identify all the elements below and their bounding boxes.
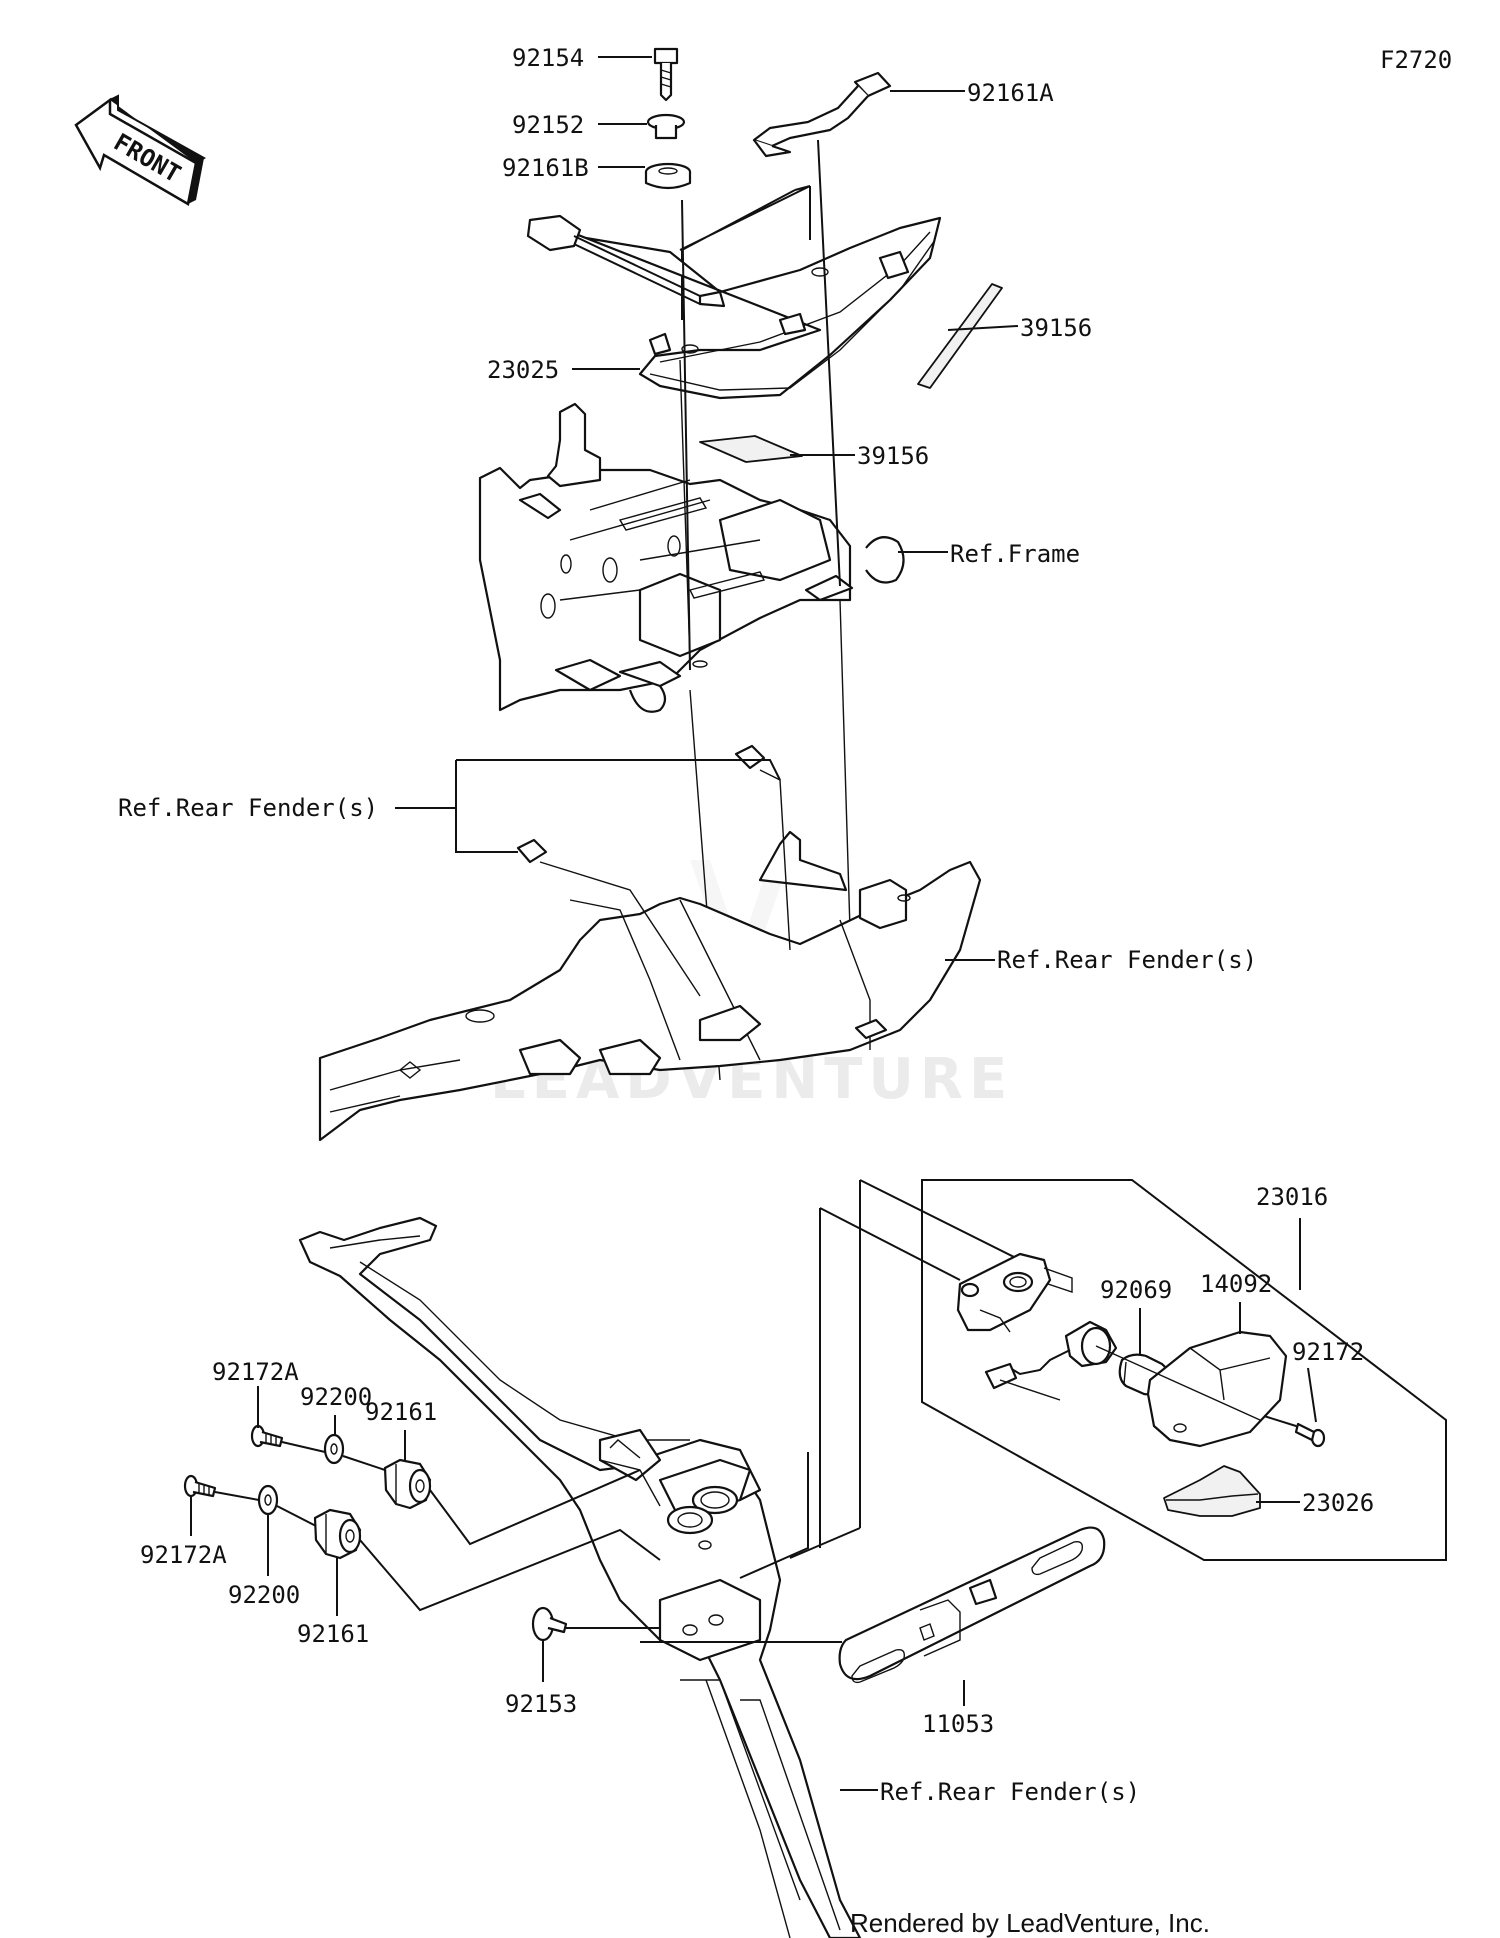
grommet-92161-upper-icon bbox=[383, 1458, 432, 1510]
label-14092: 14092 bbox=[1200, 1270, 1272, 1298]
grommet-92161-lower-icon bbox=[313, 1508, 362, 1560]
sticker-39156-right-icon bbox=[917, 283, 1003, 389]
light-base-icon bbox=[956, 1252, 1073, 1333]
label-92200-2: 92200 bbox=[228, 1581, 300, 1609]
rear-fender-upper-icon bbox=[318, 744, 982, 1142]
diagram-code: F2720 bbox=[1380, 46, 1452, 74]
label-11053: 11053 bbox=[922, 1710, 994, 1738]
socket-icon bbox=[984, 1320, 1118, 1390]
label-ref-rear-fender-1: Ref.Rear Fender(s) bbox=[118, 794, 378, 822]
label-92152: 92152 bbox=[512, 111, 584, 139]
label-ref-rear-fender-3: Ref.Rear Fender(s) bbox=[880, 1778, 1140, 1806]
label-ref-frame: Ref.Frame bbox=[950, 540, 1080, 568]
label-92069: 92069 bbox=[1100, 1276, 1172, 1304]
label-92161B: 92161B bbox=[502, 154, 589, 182]
label-92153: 92153 bbox=[505, 1690, 577, 1718]
tail-light-23025-icon bbox=[526, 214, 942, 400]
label-92161-1: 92161 bbox=[365, 1398, 437, 1426]
washer-92200-lower-icon bbox=[257, 1484, 279, 1516]
frame-section-icon bbox=[478, 402, 905, 713]
label-39156-a: 39156 bbox=[1020, 314, 1092, 342]
plate-11053-icon bbox=[838, 1526, 1106, 1684]
bolt-92154-icon bbox=[653, 47, 679, 102]
label-92161-2: 92161 bbox=[297, 1620, 369, 1648]
watermark-logo-icon bbox=[690, 860, 790, 1000]
label-92172A-1: 92172A bbox=[212, 1358, 299, 1386]
grommet-92161B-icon bbox=[644, 162, 692, 190]
label-92172A-2: 92172A bbox=[140, 1541, 227, 1569]
label-23016: 23016 bbox=[1256, 1183, 1328, 1211]
license-plate-bracket-icon bbox=[298, 1216, 862, 1938]
collar-92152-icon bbox=[646, 113, 686, 140]
label-92172: 92172 bbox=[1292, 1338, 1364, 1366]
label-23025: 23025 bbox=[487, 356, 559, 384]
label-92154: 92154 bbox=[512, 44, 584, 72]
reflector-23026-icon bbox=[1163, 1465, 1261, 1517]
label-ref-rear-fender-2: Ref.Rear Fender(s) bbox=[997, 946, 1257, 974]
screw-92153-icon bbox=[531, 1606, 568, 1642]
front-arrow-icon: FRONT bbox=[74, 94, 206, 206]
washer-92200-upper-icon bbox=[323, 1433, 345, 1465]
screw-92172A-upper-icon bbox=[250, 1424, 284, 1448]
label-92200-1: 92200 bbox=[300, 1383, 372, 1411]
screw-92172A-lower-icon bbox=[183, 1474, 217, 1498]
credit-text: Rendered by LeadVenture, Inc. bbox=[850, 1908, 1210, 1938]
label-39156-b: 39156 bbox=[857, 442, 929, 470]
group-bracket-23016 bbox=[921, 1179, 1447, 1561]
screw-92172-icon bbox=[1294, 1422, 1326, 1448]
sticker-39156-mid-icon bbox=[699, 435, 803, 463]
label-92161A: 92161A bbox=[967, 79, 1054, 107]
label-23026: 23026 bbox=[1302, 1489, 1374, 1517]
lens-14092-icon bbox=[1146, 1330, 1288, 1448]
bracket-92161A-icon bbox=[752, 71, 892, 158]
